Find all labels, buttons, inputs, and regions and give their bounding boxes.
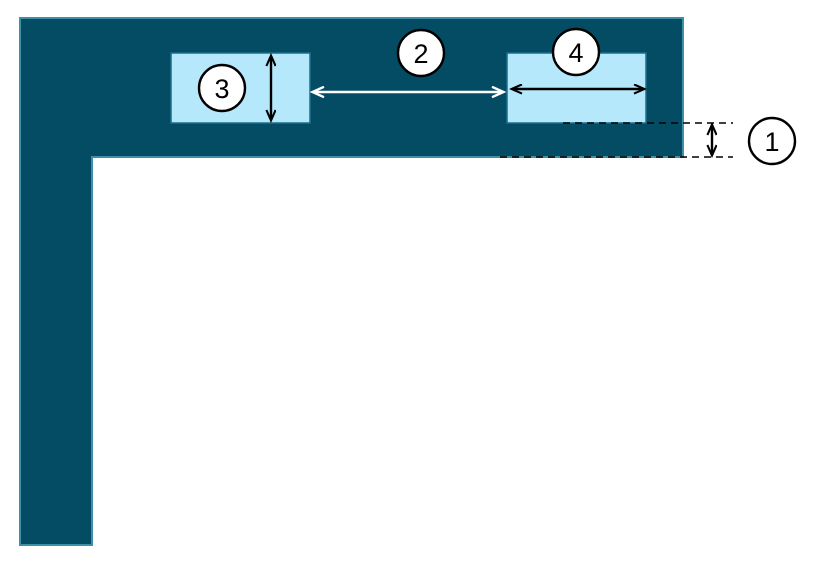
callout-1-circle[interactable] [747,116,797,166]
dimension-wall-thickness [500,123,733,157]
wall-shape [19,17,684,546]
callout-4-circle[interactable] [551,27,601,77]
callout-2-circle[interactable] [396,28,446,78]
l-shaped-wall [19,17,684,546]
callout-1-label: 1 [764,127,779,157]
callout-4-label: 4 [568,38,583,68]
callout-2[interactable]: 2 [396,28,446,78]
callout-2-label: 2 [413,39,428,69]
callout-3-circle[interactable] [197,63,247,113]
callout-4[interactable]: 4 [551,27,601,77]
callout-3-label: 3 [214,74,229,104]
callout-1[interactable]: 1 [747,116,797,166]
callout-3[interactable]: 3 [197,63,247,113]
